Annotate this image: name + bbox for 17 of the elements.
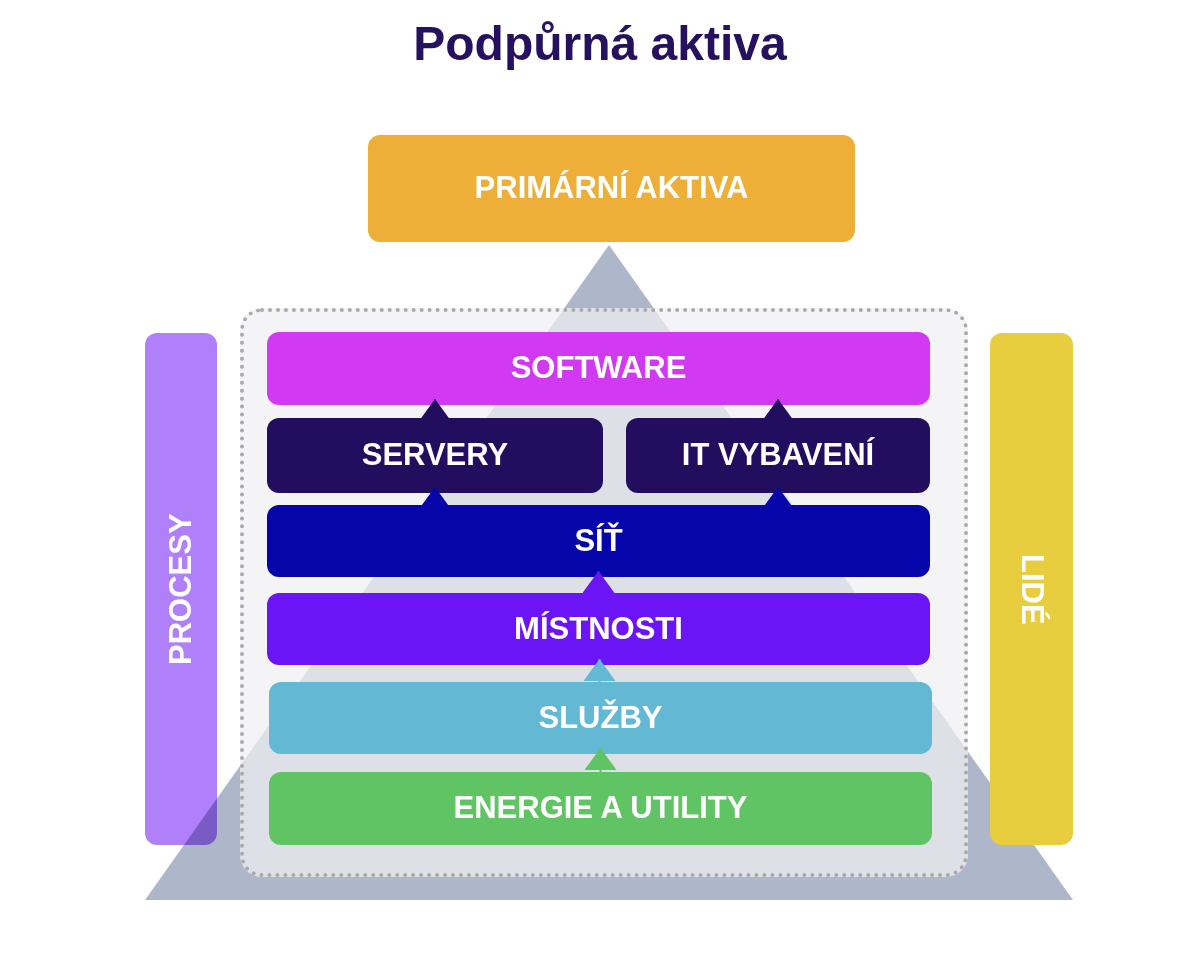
- arrow: [583, 658, 616, 683]
- arrow: [419, 398, 451, 421]
- layer-bar: SLUŽBY: [269, 682, 932, 754]
- layer-bar: ENERGIE A UTILITY: [269, 772, 932, 845]
- arrow: [584, 747, 617, 773]
- dotted-frame: [240, 308, 968, 877]
- arrow: [762, 398, 794, 421]
- layer-bar: SOFTWARE: [267, 332, 930, 405]
- asset-box: PRIMÁRNÍ AKTIVA: [368, 135, 855, 242]
- vertical-bar: PROCESY: [145, 333, 217, 845]
- layer-bar: SÍŤ: [267, 505, 930, 577]
- layer-bar: IT VYBAVENÍ: [626, 418, 930, 493]
- layer-bar: SERVERY: [267, 418, 603, 493]
- arrow: [582, 570, 615, 594]
- layer-bar: MÍSTNOSTI: [267, 593, 930, 665]
- diagram-title: Podpůrná aktiva: [413, 16, 787, 72]
- vertical-bar: LIDÉ: [990, 333, 1073, 845]
